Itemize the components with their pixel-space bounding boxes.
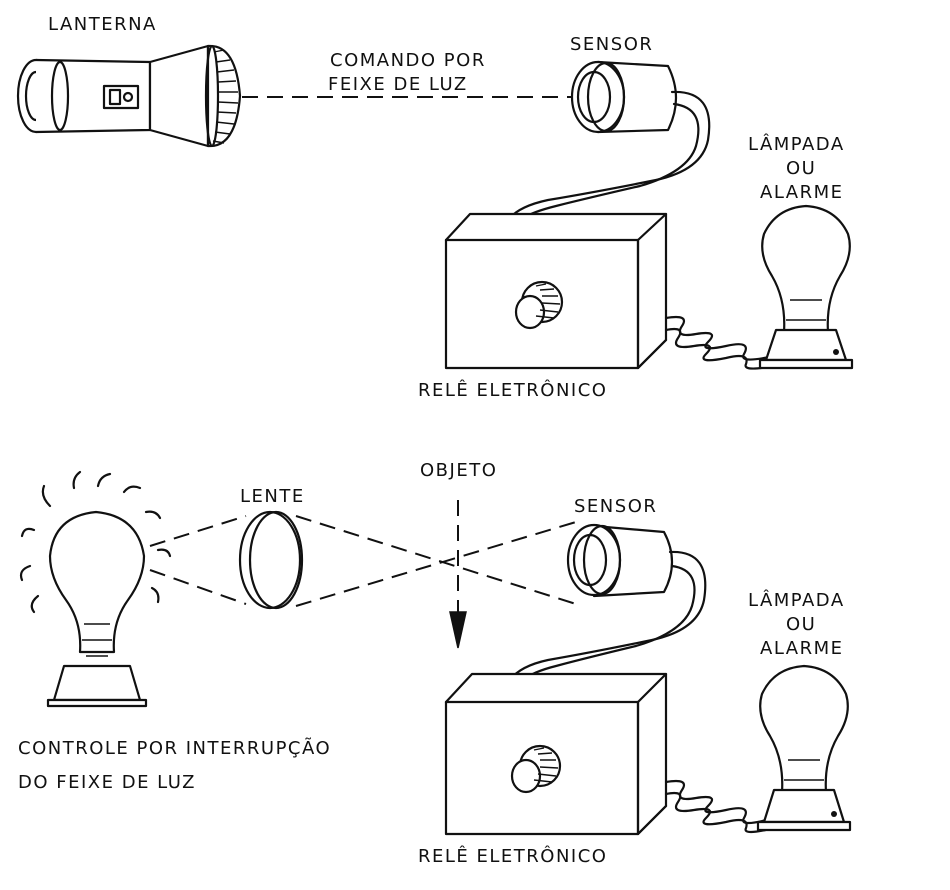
beam-label-line2: FEIXE DE LUZ bbox=[328, 74, 468, 95]
lamp-label-bottom-line2: OU bbox=[786, 614, 816, 635]
relay-label: RELÊ ELETRÔNICO bbox=[418, 379, 607, 401]
sensor-icon-bottom bbox=[566, 523, 674, 598]
caption-line1: CONTROLE POR INTERRUPÇÃO bbox=[18, 737, 331, 759]
lamp-label-line3: ALARME bbox=[760, 182, 843, 203]
beam-label-line1: COMANDO POR bbox=[330, 50, 486, 71]
sensor-icon bbox=[570, 60, 678, 134]
sensor-cable bbox=[508, 90, 711, 220]
sensor-label-bottom: SENSOR bbox=[574, 496, 657, 517]
sensor-cable-bottom bbox=[508, 550, 707, 682]
lamp-icon-bottom bbox=[756, 664, 852, 832]
lamp-label-line1: LÂMPADA bbox=[748, 133, 845, 155]
object-label: OBJETO bbox=[420, 460, 497, 481]
top-diagram: LANTERNA COMANDO POR FEIXE DE LUZ SENSOR… bbox=[16, 14, 854, 401]
relay-box-icon bbox=[444, 212, 668, 370]
light-beam-lines bbox=[149, 515, 577, 607]
lamp-label-bottom-line3: ALARME bbox=[760, 638, 843, 659]
lens-icon bbox=[238, 510, 304, 610]
lamp-cable-bottom bbox=[664, 779, 776, 825]
lanterna-label: LANTERNA bbox=[48, 14, 157, 35]
lens-label: LENTE bbox=[240, 486, 305, 507]
object-arrow-icon bbox=[449, 500, 467, 649]
lamp-cable bbox=[664, 315, 776, 361]
light-source-bulb-icon bbox=[19, 470, 172, 708]
bottom-diagram: LENTE OBJETO SENSOR LÂMPADA OU ALARME RE… bbox=[18, 460, 852, 867]
caption-line2: DO FEIXE DE LUZ bbox=[18, 772, 196, 793]
relay-label-bottom: RELÊ ELETRÔNICO bbox=[418, 845, 607, 867]
lamp-icon bbox=[758, 204, 854, 370]
sensor-label: SENSOR bbox=[570, 34, 653, 55]
relay-box-icon-bottom bbox=[444, 672, 668, 836]
lamp-label-line2: OU bbox=[786, 158, 816, 179]
lamp-label-bottom-line1: LÂMPADA bbox=[748, 589, 845, 611]
flashlight-icon bbox=[16, 44, 242, 148]
